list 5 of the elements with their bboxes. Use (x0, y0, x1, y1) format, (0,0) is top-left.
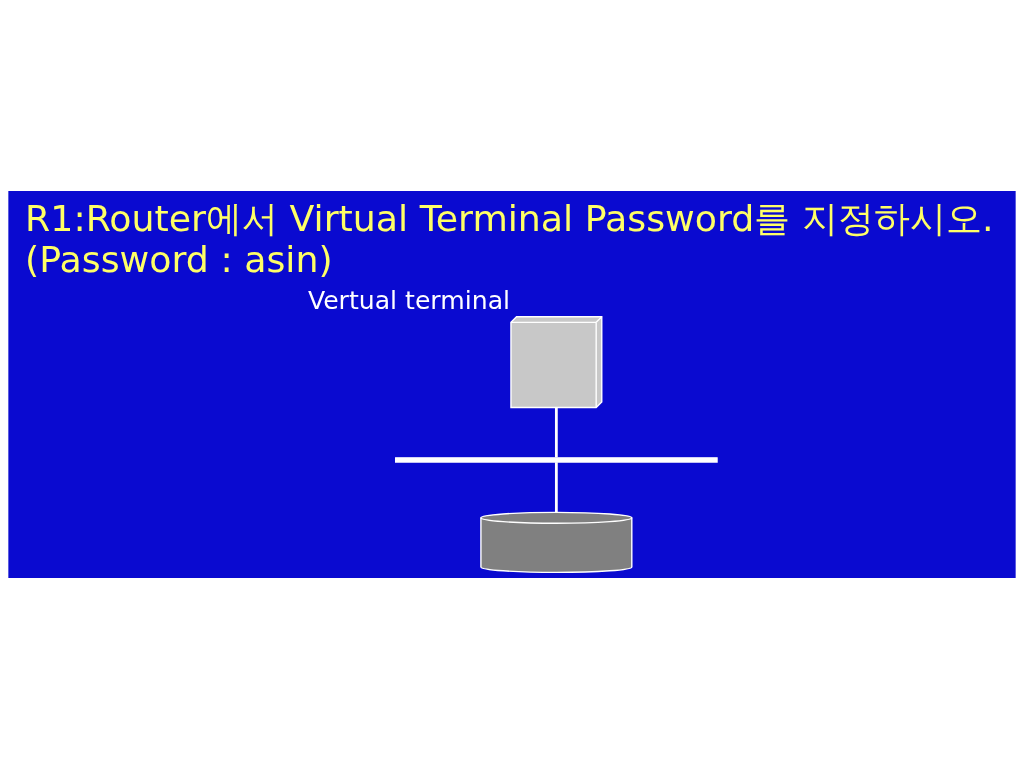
node-bar (395, 456, 718, 463)
connector (554, 407, 558, 457)
diagram-title: R1:Router에서 Virtual Terminal Password를 지정하시오. (Password : asin) (25, 196, 994, 281)
connector (554, 461, 558, 512)
node-label: Vertual terminal (307, 285, 511, 315)
